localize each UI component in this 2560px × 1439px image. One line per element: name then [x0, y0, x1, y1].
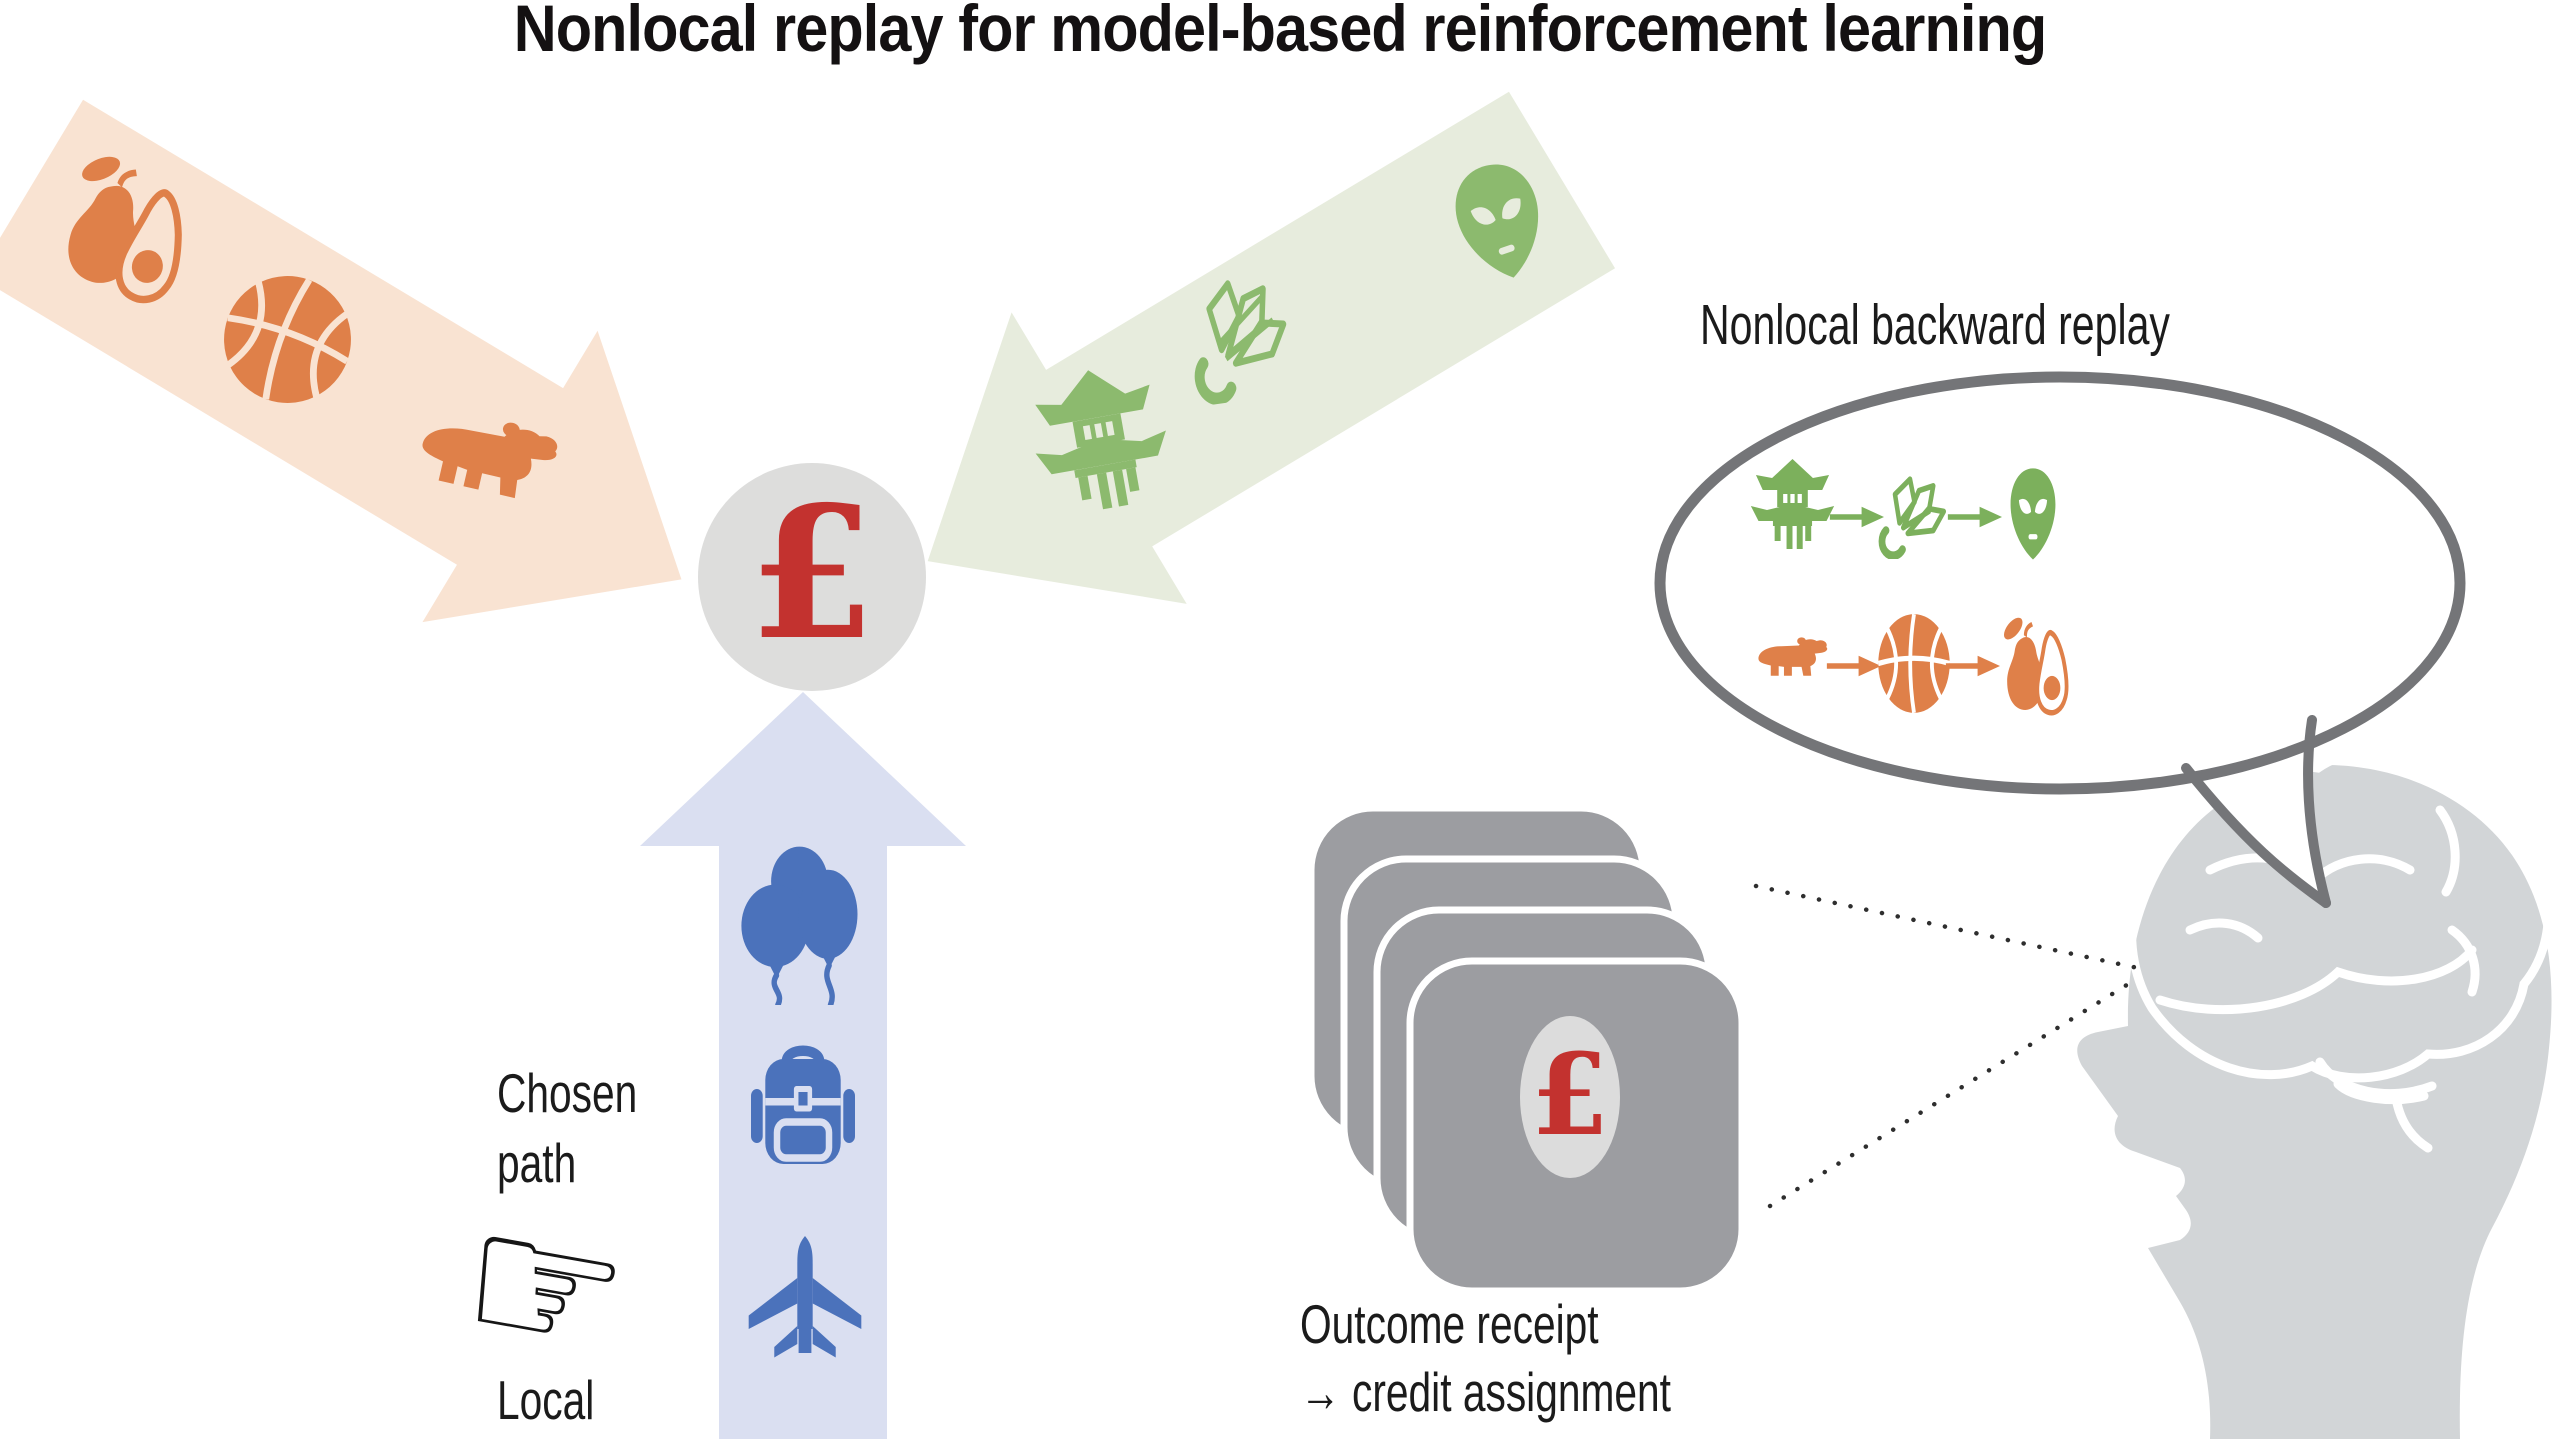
avocado-icon: [34, 137, 210, 320]
reward-coin: [698, 463, 926, 691]
credit-arrow-glyph: →: [1300, 1361, 1341, 1424]
backpack-icon: [738, 1038, 868, 1188]
replay-avocado-icon: [1995, 611, 2071, 721]
chosen-path-label: Chosen path: [497, 1058, 637, 1199]
nonlocal-backward-replay-label: Nonlocal backward replay: [1700, 293, 2170, 357]
chosen-path-label-line2: path: [497, 1132, 577, 1195]
replay-alien-icon: [2001, 462, 2065, 568]
card-coin-ellipse: [1520, 1016, 1620, 1178]
credit-assignment-text: credit assignment: [1352, 1361, 1671, 1424]
outcome-card-stack: [1307, 804, 1746, 1295]
left-path-arrow: [0, 99, 682, 623]
projection-dotted-lines: [1753, 883, 2141, 1209]
reward-pound-symbol: £: [748, 466, 876, 680]
replay-arrow-icon: [1825, 654, 1881, 678]
chosen-path-label-line1: Chosen: [497, 1062, 638, 1124]
outcome-receipt-line2: → credit assignment: [1300, 1358, 1671, 1426]
replay-shuttlecock-icon: [1877, 464, 1952, 559]
replay-arrow-icon: [1828, 505, 1884, 529]
local-label: Local: [497, 1369, 595, 1431]
replay-basketball-icon: [1876, 611, 1952, 716]
outcome-receipt-line1: Outcome receipt: [1300, 1293, 1599, 1355]
pagoda-icon: [1021, 352, 1181, 528]
replay-arrow-icon: [1944, 654, 2000, 678]
replay-bear-icon: [1747, 624, 1835, 698]
airplane-icon: [741, 1233, 869, 1383]
balloons-icon: [736, 840, 871, 1005]
outcome-receipt-label: Outcome receipt → credit assignment: [1300, 1290, 1671, 1426]
hand-pointer-icon: ☞: [444, 1168, 645, 1408]
replay-speech-bubble: [1654, 371, 2466, 908]
shuttlecock-icon: [1177, 253, 1305, 407]
alien-icon: [1428, 144, 1573, 302]
replay-pagoda-icon: [1750, 455, 1835, 555]
replay-arrow-icon: [1946, 505, 2002, 529]
figure-title: Nonlocal replay for model-based reinforc…: [513, 0, 2047, 65]
basketball-icon: [201, 253, 374, 426]
head-silhouette: [2077, 764, 2552, 1439]
bear-icon: [384, 375, 581, 550]
card-pound-symbol: £: [1531, 1030, 1609, 1161]
